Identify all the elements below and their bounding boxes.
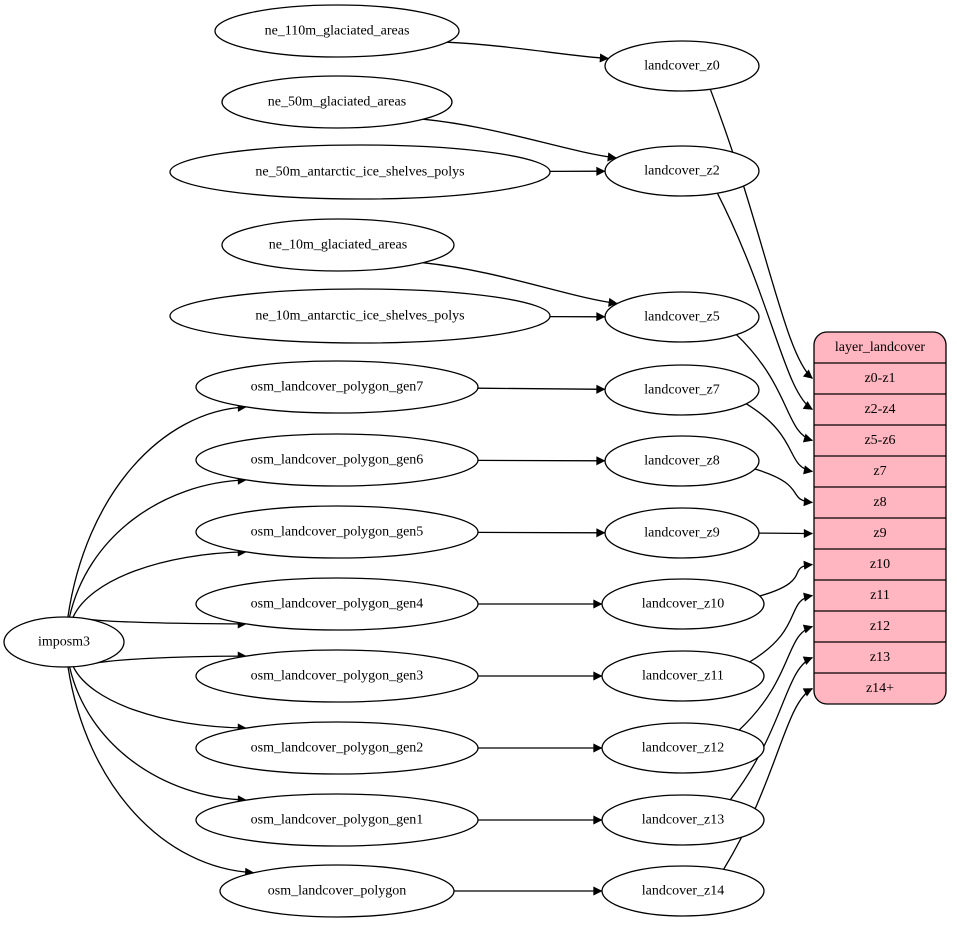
node-landcover_z0: landcover_z0	[605, 41, 759, 91]
node-landcover_z7: landcover_z7	[605, 365, 759, 415]
table-row-z5-z6: z5-z6	[864, 433, 895, 448]
node-osm_landcover_polygon_gen5: osm_landcover_polygon_gen5	[196, 506, 478, 558]
edge-landcover_z10-to-z10	[760, 565, 813, 597]
node-label-osm_landcover_polygon_gen6: osm_landcover_polygon_gen6	[251, 453, 424, 468]
node-ne_50m_glaciated_areas: ne_50m_glaciated_areas	[222, 76, 452, 128]
table-row-z2-z4: z2-z4	[864, 402, 895, 417]
node-label-osm_landcover_polygon_gen1: osm_landcover_polygon_gen1	[251, 813, 424, 828]
node-osm_landcover_polygon: osm_landcover_polygon	[220, 865, 454, 917]
edge-ne_110m_glaciated_areas-to-landcover_z0	[447, 42, 608, 58]
layer-landcover-table: layer_landcover z0-z1 z2-z4 z5-z6 z7 z8 z9 z10 z…	[814, 332, 946, 704]
node-landcover_z8: landcover_z8	[605, 436, 759, 486]
node-label-landcover_z2: landcover_z2	[644, 164, 719, 179]
node-label-landcover_z8: landcover_z8	[644, 454, 719, 469]
node-label-landcover_z9: landcover_z9	[644, 526, 719, 541]
node-label-osm_landcover_polygon_gen4: osm_landcover_polygon_gen4	[251, 597, 424, 612]
node-ne_10m_antarctic_ice_shelves_polys: ne_10m_antarctic_ice_shelves_polys	[170, 289, 550, 343]
node-label-osm_landcover_polygon_gen5: osm_landcover_polygon_gen5	[251, 525, 424, 540]
node-label-landcover_z11: landcover_z11	[642, 669, 724, 684]
edge-osm_landcover_polygon_gen7-to-landcover_z7	[478, 388, 605, 389]
node-label-ne_10m_antarctic_ice_shelves_polys: ne_10m_antarctic_ice_shelves_polys	[255, 309, 464, 324]
table-row-z9: z9	[873, 526, 886, 541]
table-row-z10: z10	[870, 557, 890, 572]
node-label-landcover_z12: landcover_z12	[642, 741, 724, 756]
node-label-osm_landcover_polygon_gen2: osm_landcover_polygon_gen2	[251, 741, 424, 756]
node-imposm3: imposm3	[4, 617, 124, 667]
node-ne_110m_glaciated_areas: ne_110m_glaciated_areas	[215, 5, 459, 57]
node-label-ne_50m_antarctic_ice_shelves_polys: ne_50m_antarctic_ice_shelves_polys	[255, 165, 464, 180]
edge-landcover_z14-to-z14+	[724, 689, 813, 870]
table-row-z11: z11	[870, 588, 890, 603]
node-landcover_z12: landcover_z12	[602, 723, 764, 773]
node-landcover_z11: landcover_z11	[602, 651, 764, 701]
node-osm_landcover_polygon_gen1: osm_landcover_polygon_gen1	[196, 794, 478, 846]
node-label-ne_10m_glaciated_areas: ne_10m_glaciated_areas	[269, 238, 407, 253]
table-title: layer_landcover	[835, 340, 926, 355]
node-ne_10m_glaciated_areas: ne_10m_glaciated_areas	[222, 219, 454, 271]
edge-imposm3-to-osm_landcover_polygon_gen7	[68, 407, 247, 617]
node-label-landcover_z5: landcover_z5	[644, 310, 719, 325]
node-landcover_z5: landcover_z5	[605, 292, 759, 342]
node-label-osm_landcover_polygon: osm_landcover_polygon	[268, 884, 406, 899]
table-row-z0-z1: z0-z1	[864, 371, 895, 386]
node-label-landcover_z13: landcover_z13	[642, 813, 724, 828]
table-row-z13: z13	[870, 650, 890, 665]
node-label-ne_110m_glaciated_areas: ne_110m_glaciated_areas	[265, 24, 410, 39]
node-ne_50m_antarctic_ice_shelves_polys: ne_50m_antarctic_ice_shelves_polys	[170, 145, 550, 199]
node-osm_landcover_polygon_gen4: osm_landcover_polygon_gen4	[196, 578, 478, 630]
node-osm_landcover_polygon_gen3: osm_landcover_polygon_gen3	[196, 650, 478, 702]
table-row-z14+: z14+	[866, 681, 894, 696]
node-label-ne_50m_glaciated_areas: ne_50m_glaciated_areas	[268, 95, 406, 110]
node-osm_landcover_polygon_gen6: osm_landcover_polygon_gen6	[196, 434, 478, 486]
node-label-landcover_z10: landcover_z10	[642, 597, 724, 612]
node-osm_landcover_polygon_gen2: osm_landcover_polygon_gen2	[196, 722, 478, 774]
node-label-landcover_z14: landcover_z14	[642, 884, 724, 899]
node-landcover_z14: landcover_z14	[602, 866, 764, 916]
node-label-landcover_z7: landcover_z7	[644, 383, 719, 398]
edge-imposm3-to-osm_landcover_polygon	[68, 667, 254, 873]
node-label-osm_landcover_polygon_gen3: osm_landcover_polygon_gen3	[251, 669, 424, 684]
node-landcover_z13: landcover_z13	[602, 795, 764, 845]
node-label-imposm3: imposm3	[38, 635, 90, 650]
table-row-z12: z12	[870, 619, 890, 634]
node-landcover_z2: landcover_z2	[605, 146, 759, 196]
node-landcover_z10: landcover_z10	[602, 579, 764, 629]
table-row-z7: z7	[873, 464, 886, 479]
table-row-z8: z8	[873, 495, 886, 510]
node-landcover_z9: landcover_z9	[605, 508, 759, 558]
edge-landcover_z8-to-z8	[755, 469, 813, 503]
node-label-osm_landcover_polygon_gen7: osm_landcover_polygon_gen7	[251, 380, 424, 395]
node-osm_landcover_polygon_gen7: osm_landcover_polygon_gen7	[196, 361, 478, 413]
node-label-landcover_z0: landcover_z0	[644, 59, 719, 74]
